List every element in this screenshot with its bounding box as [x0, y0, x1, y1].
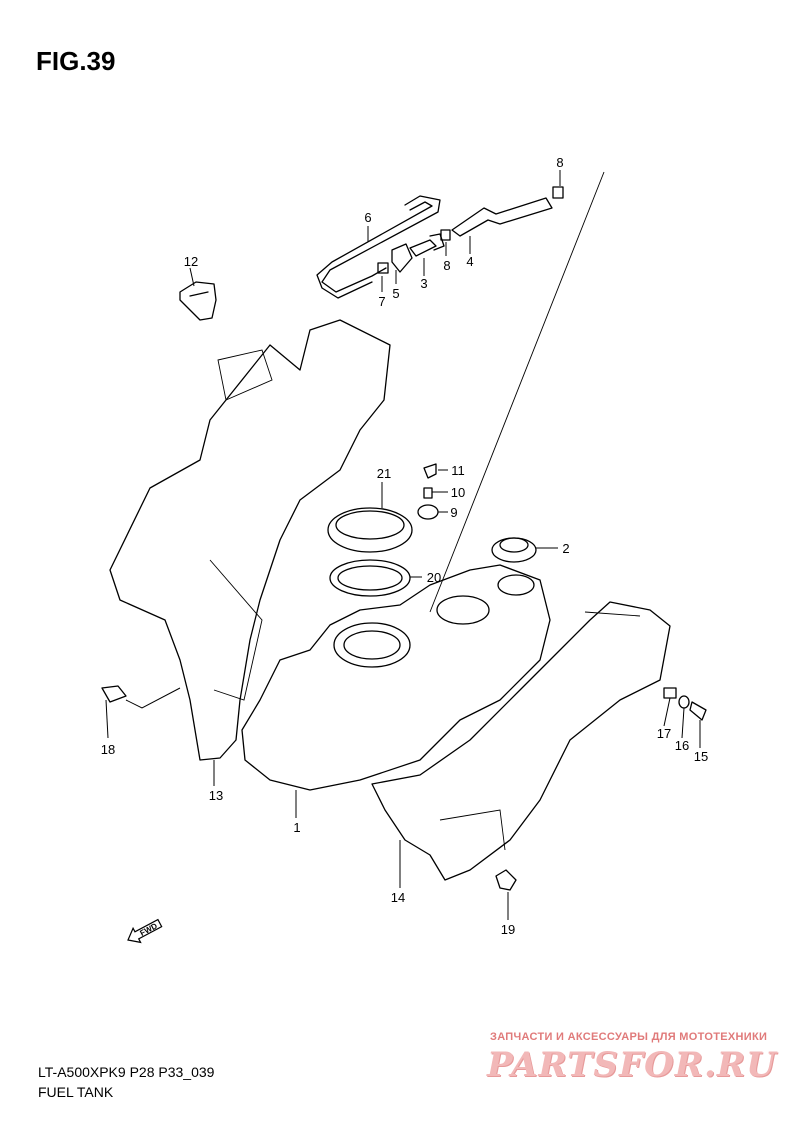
fuel-filler-neck: [333, 622, 411, 668]
callout-21: 21: [377, 466, 391, 481]
part-14-detail: [439, 611, 641, 851]
part-8-clamp-upper: [552, 186, 564, 199]
callout-10: 10: [451, 485, 465, 500]
callout-4: 4: [466, 254, 473, 269]
part-4-hose: [451, 197, 553, 237]
tank-spout: [497, 574, 535, 596]
part-6-breather-hose: [316, 195, 441, 299]
callout-15: 15: [694, 749, 708, 764]
callout-5: 5: [392, 286, 399, 301]
figure-label: FIG.39: [36, 46, 116, 76]
forward-arrow-icon: FWD: [127, 918, 163, 944]
part-20-gasket: [329, 559, 411, 597]
callout-13: 13: [209, 788, 223, 803]
callout-1: 1: [293, 820, 300, 835]
part-2-fuel-cap: [491, 537, 537, 563]
callout-11: 11: [451, 463, 465, 478]
figure-title: FUEL TANK: [38, 1084, 114, 1100]
part-18-bolt: [101, 685, 127, 703]
part-13-panel: [109, 319, 391, 761]
callout-20: 20: [427, 570, 441, 585]
part-9-grommet: [417, 504, 439, 520]
tank-top-fitting: [436, 595, 490, 625]
callout-12: 12: [184, 254, 198, 269]
part-5-holder: [391, 243, 413, 273]
part-17-collar: [663, 687, 677, 699]
model-code: LT-A500XPK9 P28 P33_039: [38, 1064, 215, 1080]
part-10-collar: [423, 487, 433, 499]
callout-2: 2: [562, 541, 569, 556]
part-13-detail: [209, 349, 273, 701]
callout-8-upper: 8: [556, 155, 563, 170]
reference-line: [429, 171, 605, 613]
part-12-bracket: [179, 281, 217, 321]
watermark-brand-logo: PARTSFOR.RU: [487, 1045, 777, 1085]
leader-lines: [105, 170, 701, 920]
part-1-fuel-tank: [241, 564, 551, 791]
fuel-filler-neck-inner: [343, 630, 401, 660]
callout-labels: 1 2 3 4 5 6 7 8 8 9 10 11 12 13 14 15 16…: [101, 155, 708, 937]
callout-3: 3: [420, 276, 427, 291]
callout-8-lower: 8: [443, 258, 450, 273]
part-15-bolt: [689, 701, 707, 721]
callout-18: 18: [101, 742, 115, 757]
part-19-clip: [495, 869, 517, 891]
part-21-lock-ring: [327, 507, 413, 553]
part-8-clamp-lower: [440, 229, 451, 241]
callout-16: 16: [675, 738, 689, 753]
part-14-panel: [371, 601, 671, 881]
callout-9: 9: [450, 505, 457, 520]
part-20-gasket-inner: [337, 565, 403, 591]
part-2-fuel-cap-top: [499, 537, 529, 553]
part-11-bolt: [423, 463, 437, 479]
callout-14: 14: [391, 890, 405, 905]
callout-6: 6: [364, 210, 371, 225]
part-21-lock-ring-inner: [335, 510, 405, 540]
callout-7: 7: [378, 294, 385, 309]
part-3-valve: [409, 233, 445, 257]
part-7-clamp: [377, 262, 389, 274]
callout-17: 17: [657, 726, 671, 741]
part-16-washer: [678, 695, 690, 709]
callout-19: 19: [501, 922, 515, 937]
watermark-tagline: ЗАПЧАСТИ И АКСЕССУАРЫ ДЛЯ МОТОТЕХНИКИ: [490, 1031, 768, 1043]
